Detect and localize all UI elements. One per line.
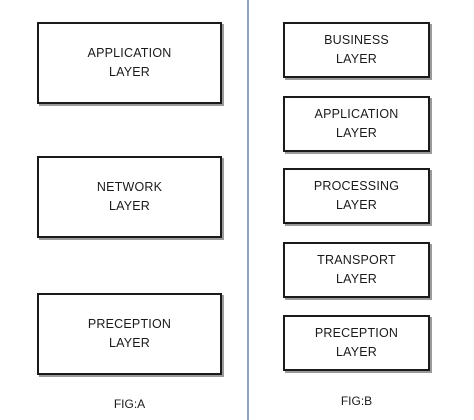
box-label-line1: NETWORK: [96, 180, 163, 194]
fig-b-caption: FIG:B: [340, 394, 373, 408]
box-label-line2: LAYER: [335, 272, 378, 286]
box-label-line2: LAYER: [335, 345, 378, 359]
box-label-line2: LAYER: [108, 65, 151, 79]
fig-b-preception-layer-box: PRECEPTION LAYER: [283, 315, 430, 371]
box-label-line1: TRANSPORT: [317, 253, 396, 267]
fig-b-business-layer-box: BUSINESS LAYER: [283, 22, 430, 78]
box-label-line1: PRECEPTION: [87, 317, 172, 331]
fig-a-caption: FIG:A: [113, 397, 146, 411]
fig-a-preception-layer-box: PRECEPTION LAYER: [37, 293, 222, 375]
box-label-line2: LAYER: [335, 198, 378, 212]
box-label-line1: APPLICATION: [314, 107, 399, 121]
fig-a-network-layer-box: NETWORK LAYER: [37, 156, 222, 238]
fig-b-processing-layer-box: PROCESSING LAYER: [283, 168, 430, 224]
fig-b-transport-layer-box: TRANSPORT LAYER: [283, 242, 430, 298]
box-label-line2: LAYER: [108, 336, 151, 350]
box-label-line2: LAYER: [335, 126, 378, 140]
box-label-line1: BUSINESS: [324, 33, 389, 47]
box-label-line2: LAYER: [108, 199, 151, 213]
box-label-line1: PROCESSING: [313, 179, 400, 193]
fig-b-application-layer-box: APPLICATION LAYER: [283, 96, 430, 152]
figure-divider: [247, 0, 249, 420]
box-label-line1: APPLICATION: [87, 46, 172, 60]
fig-a-application-layer-box: APPLICATION LAYER: [37, 22, 222, 104]
box-label-line2: LAYER: [335, 52, 378, 66]
box-label-line1: PRECEPTION: [314, 326, 399, 340]
